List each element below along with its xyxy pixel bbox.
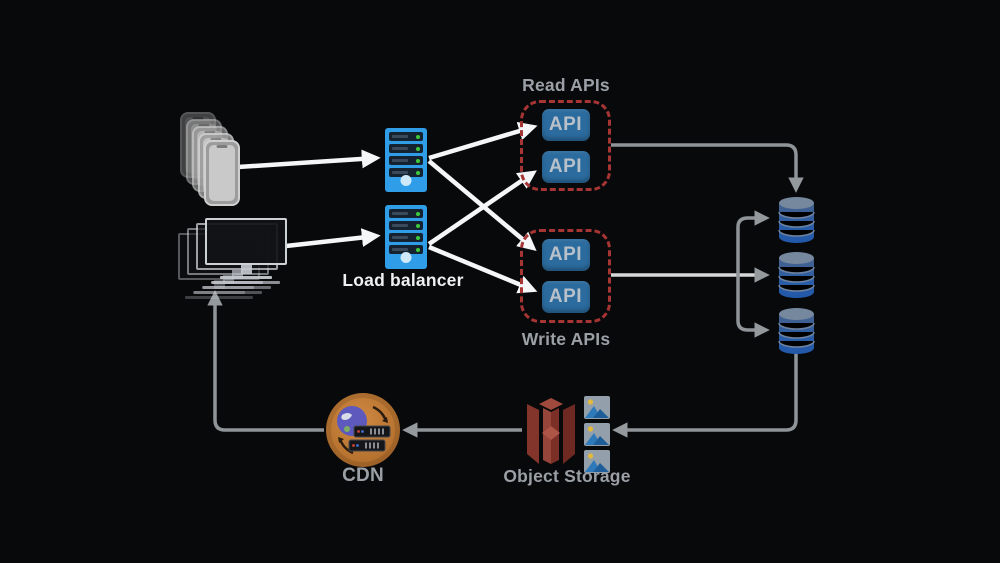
database-icon: [778, 196, 815, 249]
edge-cdn-to-clients: [207, 290, 324, 432]
edge-branch-to-db3: [736, 275, 770, 338]
edge-readapis-to-db1: [611, 143, 804, 193]
edge-lb2-to-readapi2: [427, 170, 537, 246]
read-api-group: API API: [520, 100, 611, 191]
read-api-box: API: [541, 150, 590, 183]
write-api-group: API API: [520, 229, 611, 323]
database-icon: [778, 251, 815, 304]
monitor-icon: [205, 218, 287, 284]
read-apis-label: Read APIs: [522, 75, 610, 95]
power-light-icon: [400, 252, 412, 263]
edge-lb1-to-writeapi1: [427, 159, 537, 252]
read-api-box: API: [541, 108, 590, 141]
write-apis-label: Write APIs: [521, 329, 611, 349]
phone-stack-icon: [180, 112, 250, 212]
monitor-stack-icon: [178, 218, 298, 303]
s3-bucket-icon: [523, 398, 579, 473]
image-thumbnail-icon: [584, 396, 610, 424]
edge-lb2-to-writeapi2: [428, 244, 538, 294]
write-api-box: API: [541, 239, 590, 271]
load-balancer-server-icon: [385, 128, 427, 192]
phone-icon: [204, 140, 240, 206]
edge-lb1-to-readapi1: [428, 121, 538, 161]
load-balancer-server-icon: [385, 205, 427, 269]
cdn-label: CDN: [342, 465, 384, 486]
object-storage-label: Object Storage: [503, 466, 631, 486]
edge-phones-to-lb1: [237, 149, 381, 170]
power-light-icon: [400, 175, 412, 186]
edge-monitors-to-lb2: [285, 228, 381, 249]
edge-db3-to-storage: [612, 352, 798, 438]
image-thumbnail-icon: [584, 423, 610, 451]
load-balancer-label: Load balancer: [342, 270, 464, 290]
database-icon: [778, 307, 815, 360]
image-thumbnail-icon: [584, 450, 610, 478]
write-api-box: API: [541, 281, 590, 313]
edge-branch-to-db1: [736, 210, 770, 275]
cdn-globe-icon: [326, 393, 400, 467]
